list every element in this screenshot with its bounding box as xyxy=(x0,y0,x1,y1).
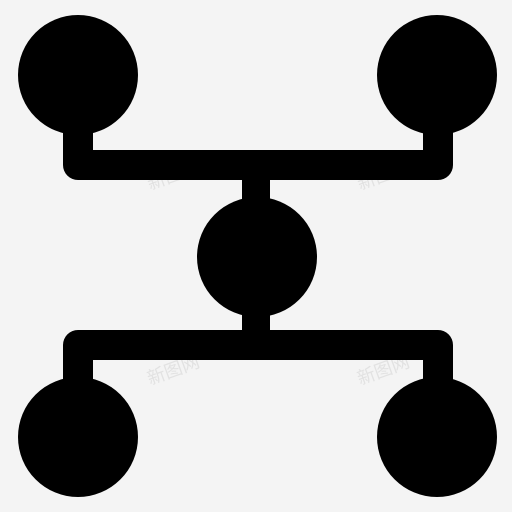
top-connector-line xyxy=(63,103,453,180)
center-node-circle xyxy=(197,197,317,317)
top-right-node-circle xyxy=(377,15,497,135)
bottom-connector-line xyxy=(63,330,453,409)
bottom-right-node-circle xyxy=(377,377,497,497)
top-left-node-circle xyxy=(18,15,138,135)
bottom-left-node-circle xyxy=(18,377,138,497)
